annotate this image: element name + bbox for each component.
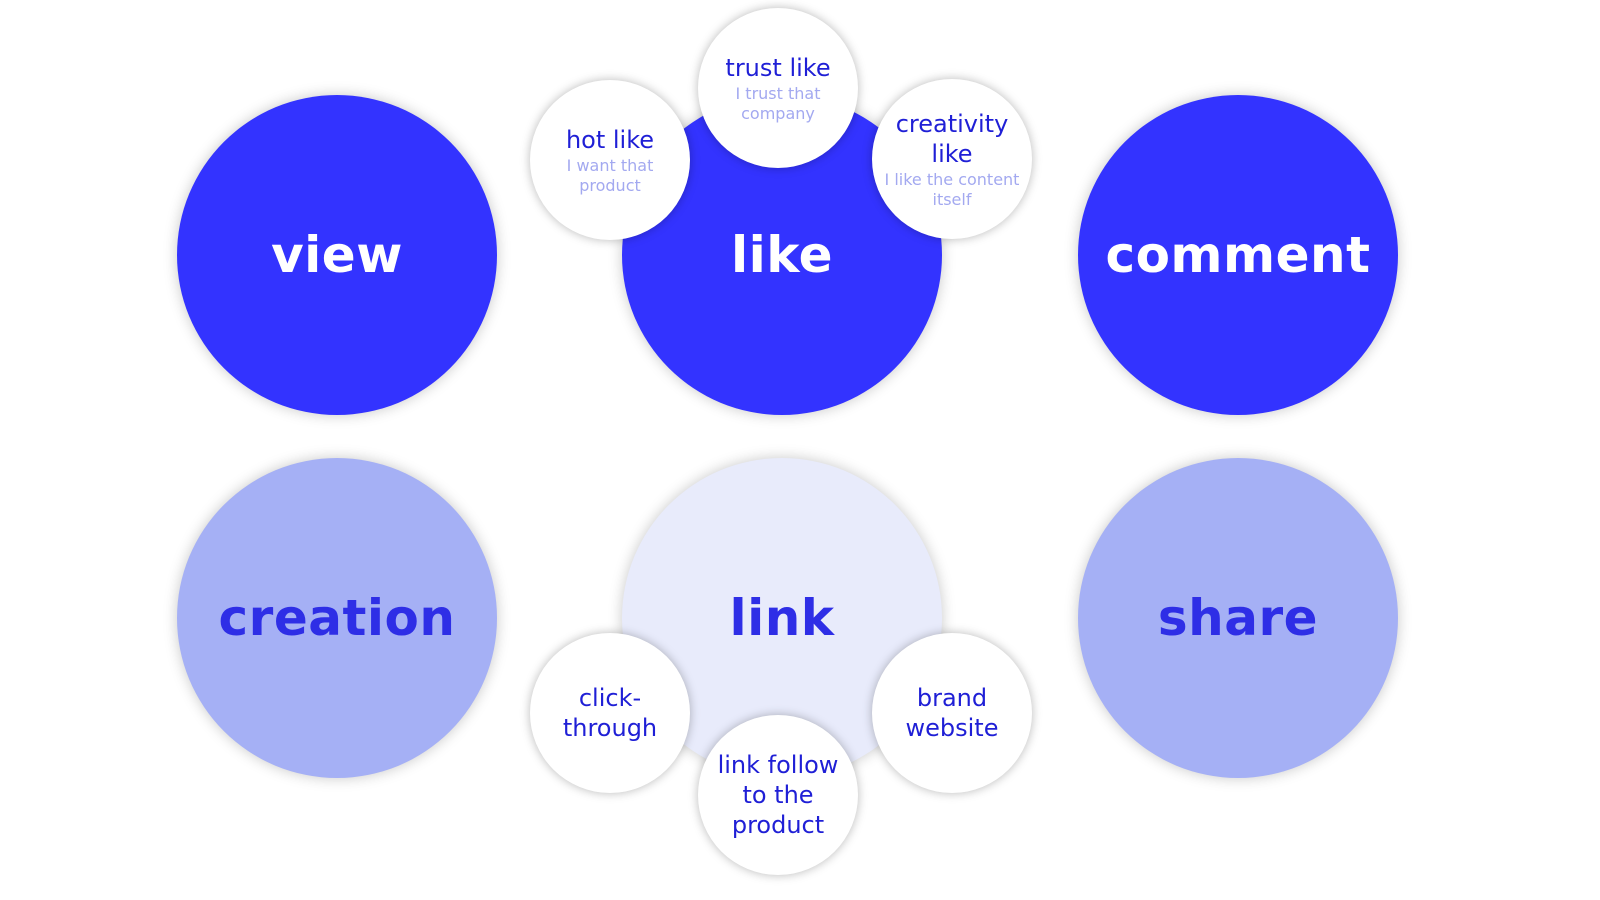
trust-like-title: trust like [725, 53, 831, 82]
view-circle: view [177, 95, 497, 415]
hot-like-title: hot like [565, 125, 655, 154]
creativity-like-title: creativity like [895, 109, 1009, 168]
creation-circle: creation [177, 458, 497, 778]
comment-circle: comment [1078, 95, 1398, 415]
share-circle: share [1078, 458, 1398, 778]
trust-like-circle: trust like I trust that company [698, 8, 858, 168]
brand-website-circle: brand website [872, 633, 1032, 793]
share-label: share [1157, 589, 1319, 647]
brand-website-title: brand website [905, 684, 999, 742]
click-through-title: click-through [562, 684, 658, 742]
view-label: view [271, 226, 403, 284]
click-through-circle: click-through [530, 633, 690, 793]
hot-like-subtitle: I want that product [566, 155, 654, 195]
link-label: link [729, 589, 835, 647]
creation-label: creation [218, 589, 456, 647]
trust-like-subtitle: I trust that company [735, 83, 821, 123]
like-label: like [730, 226, 834, 284]
creativity-like-subtitle: I like the content itself [884, 169, 1020, 209]
link-follow-title: link follow to the product [717, 751, 839, 839]
link-follow-circle: link follow to the product [698, 715, 858, 875]
comment-label: comment [1105, 226, 1371, 284]
hot-like-circle: hot like I want that product [530, 80, 690, 240]
creativity-like-circle: creativity like I like the content itsel… [872, 79, 1032, 239]
